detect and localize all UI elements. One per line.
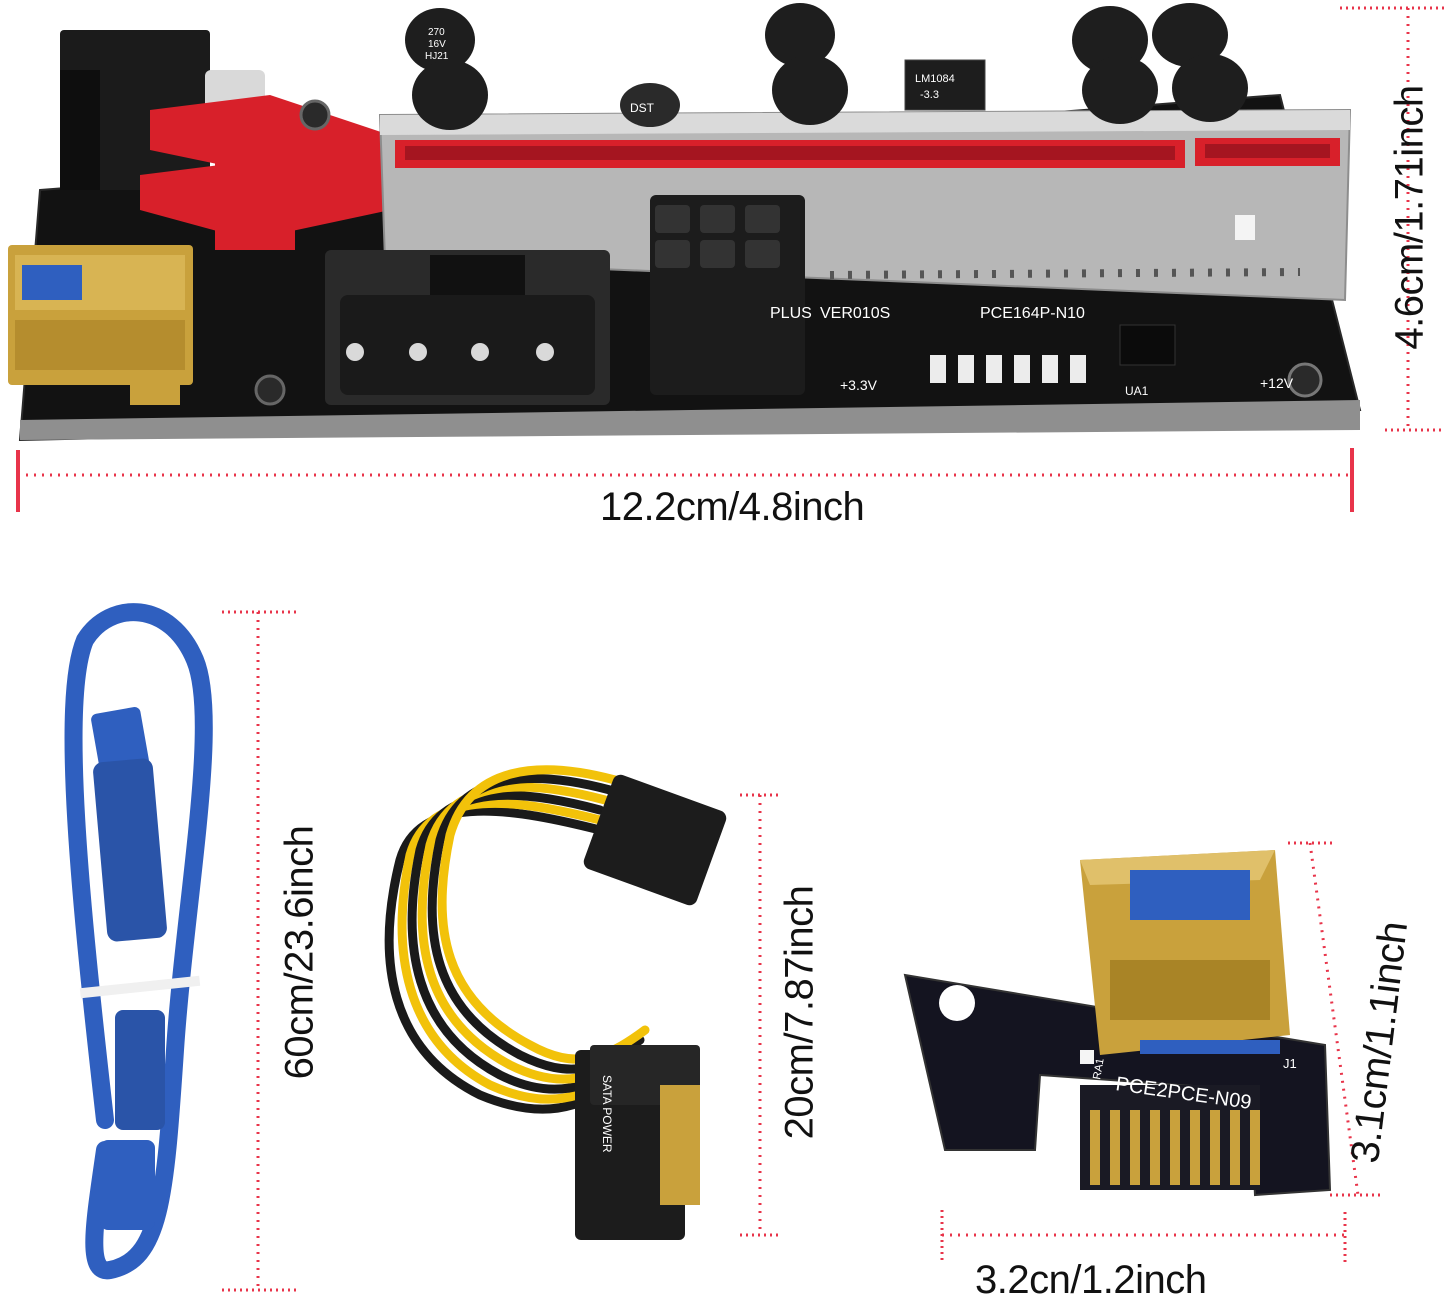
board-version-text: VER010S — [820, 305, 890, 322]
riser-board — [8, 3, 1362, 442]
molex-connector — [325, 250, 610, 405]
power-cable — [384, 765, 727, 1240]
usb-cable — [64, 603, 213, 1280]
board-33v-text: +3.3V — [840, 377, 878, 393]
dimension-lines — [16, 6, 1445, 1292]
power-cable-length-label: 20cm/7.87inch — [777, 885, 822, 1140]
board-model-text: PCE164P-N10 — [980, 305, 1085, 322]
adapter-width-label: 3.2cn/1.2inch — [975, 1258, 1207, 1302]
board-silkscreen: PCE164P-N10 VER010S PLUS +3.3V +12V UA1 … — [425, 27, 1294, 398]
board-width-label: 12.2cm/4.8inch — [600, 485, 865, 529]
board-plus-text: PLUS — [770, 305, 812, 322]
capacitors — [405, 3, 1248, 130]
board-12v-text: +12V — [1260, 375, 1294, 391]
status-leds — [930, 355, 1086, 383]
sata-label-text: SATA POWER — [600, 1075, 614, 1153]
adapter-ra1-text: RA1 — [1091, 1057, 1107, 1080]
usb-cable-length-label: 60cm/23.6inch — [277, 825, 322, 1080]
cap-code-text: HJ21 — [425, 51, 449, 62]
cap-voltage-text: 16V — [428, 39, 446, 50]
pcie-6pin-connector — [650, 195, 805, 395]
inductor-text: DST — [630, 101, 655, 115]
board-usb-port — [8, 245, 193, 405]
cap-value-text: 270 — [428, 27, 445, 38]
regulator-sub-text: -3.3 — [920, 89, 939, 101]
board-height-label: 4.6cm/1.71inch — [1387, 85, 1432, 350]
adapter-j1-text: J1 — [1283, 1056, 1297, 1071]
board-ua1-text: UA1 — [1125, 384, 1149, 398]
regulator-text: LM1084 — [915, 73, 955, 85]
pcie-x1-adapter — [903, 850, 1332, 1197]
